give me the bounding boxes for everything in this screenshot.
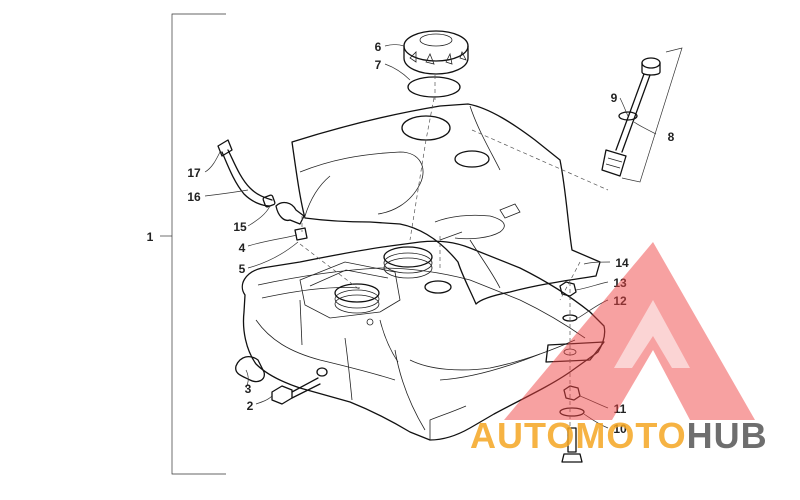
assembly-bracket-1 bbox=[160, 13, 226, 475]
grommet-13 bbox=[559, 281, 577, 297]
tank-shroud bbox=[291, 103, 601, 305]
callout-4: 4 bbox=[239, 241, 246, 255]
fuel-tank bbox=[241, 240, 606, 441]
callout-17: 17 bbox=[187, 166, 201, 180]
watermark-logo: AUTOMOTOHUB bbox=[470, 242, 768, 456]
clip-3 bbox=[235, 355, 265, 383]
fuel-gauge-sender bbox=[601, 47, 683, 183]
watermark-text-a: AUTOMOTO bbox=[470, 415, 687, 456]
callout-5: 5 bbox=[239, 262, 246, 276]
callout-3: 3 bbox=[245, 382, 252, 396]
callout-1: 1 bbox=[147, 230, 154, 244]
cap-gasket bbox=[407, 76, 461, 98]
bolt-lower bbox=[561, 427, 583, 463]
mount-bolt-2 bbox=[271, 377, 321, 405]
fuel-cap bbox=[403, 30, 469, 75]
callout-7: 7 bbox=[375, 58, 382, 72]
watermark-text-b: HUB bbox=[687, 415, 768, 456]
callout-2: 2 bbox=[247, 399, 254, 413]
callout-6: 6 bbox=[375, 40, 382, 54]
callout-8: 8 bbox=[668, 130, 675, 144]
watermark-text: AUTOMOTOHUB bbox=[470, 415, 768, 456]
callout-10: 10 bbox=[613, 422, 627, 436]
callout-15: 15 bbox=[233, 220, 247, 234]
callout-16: 16 bbox=[187, 190, 201, 204]
callout-9: 9 bbox=[611, 91, 618, 105]
callout-14: 14 bbox=[615, 256, 629, 270]
watermark-triangle-icon bbox=[504, 242, 755, 420]
